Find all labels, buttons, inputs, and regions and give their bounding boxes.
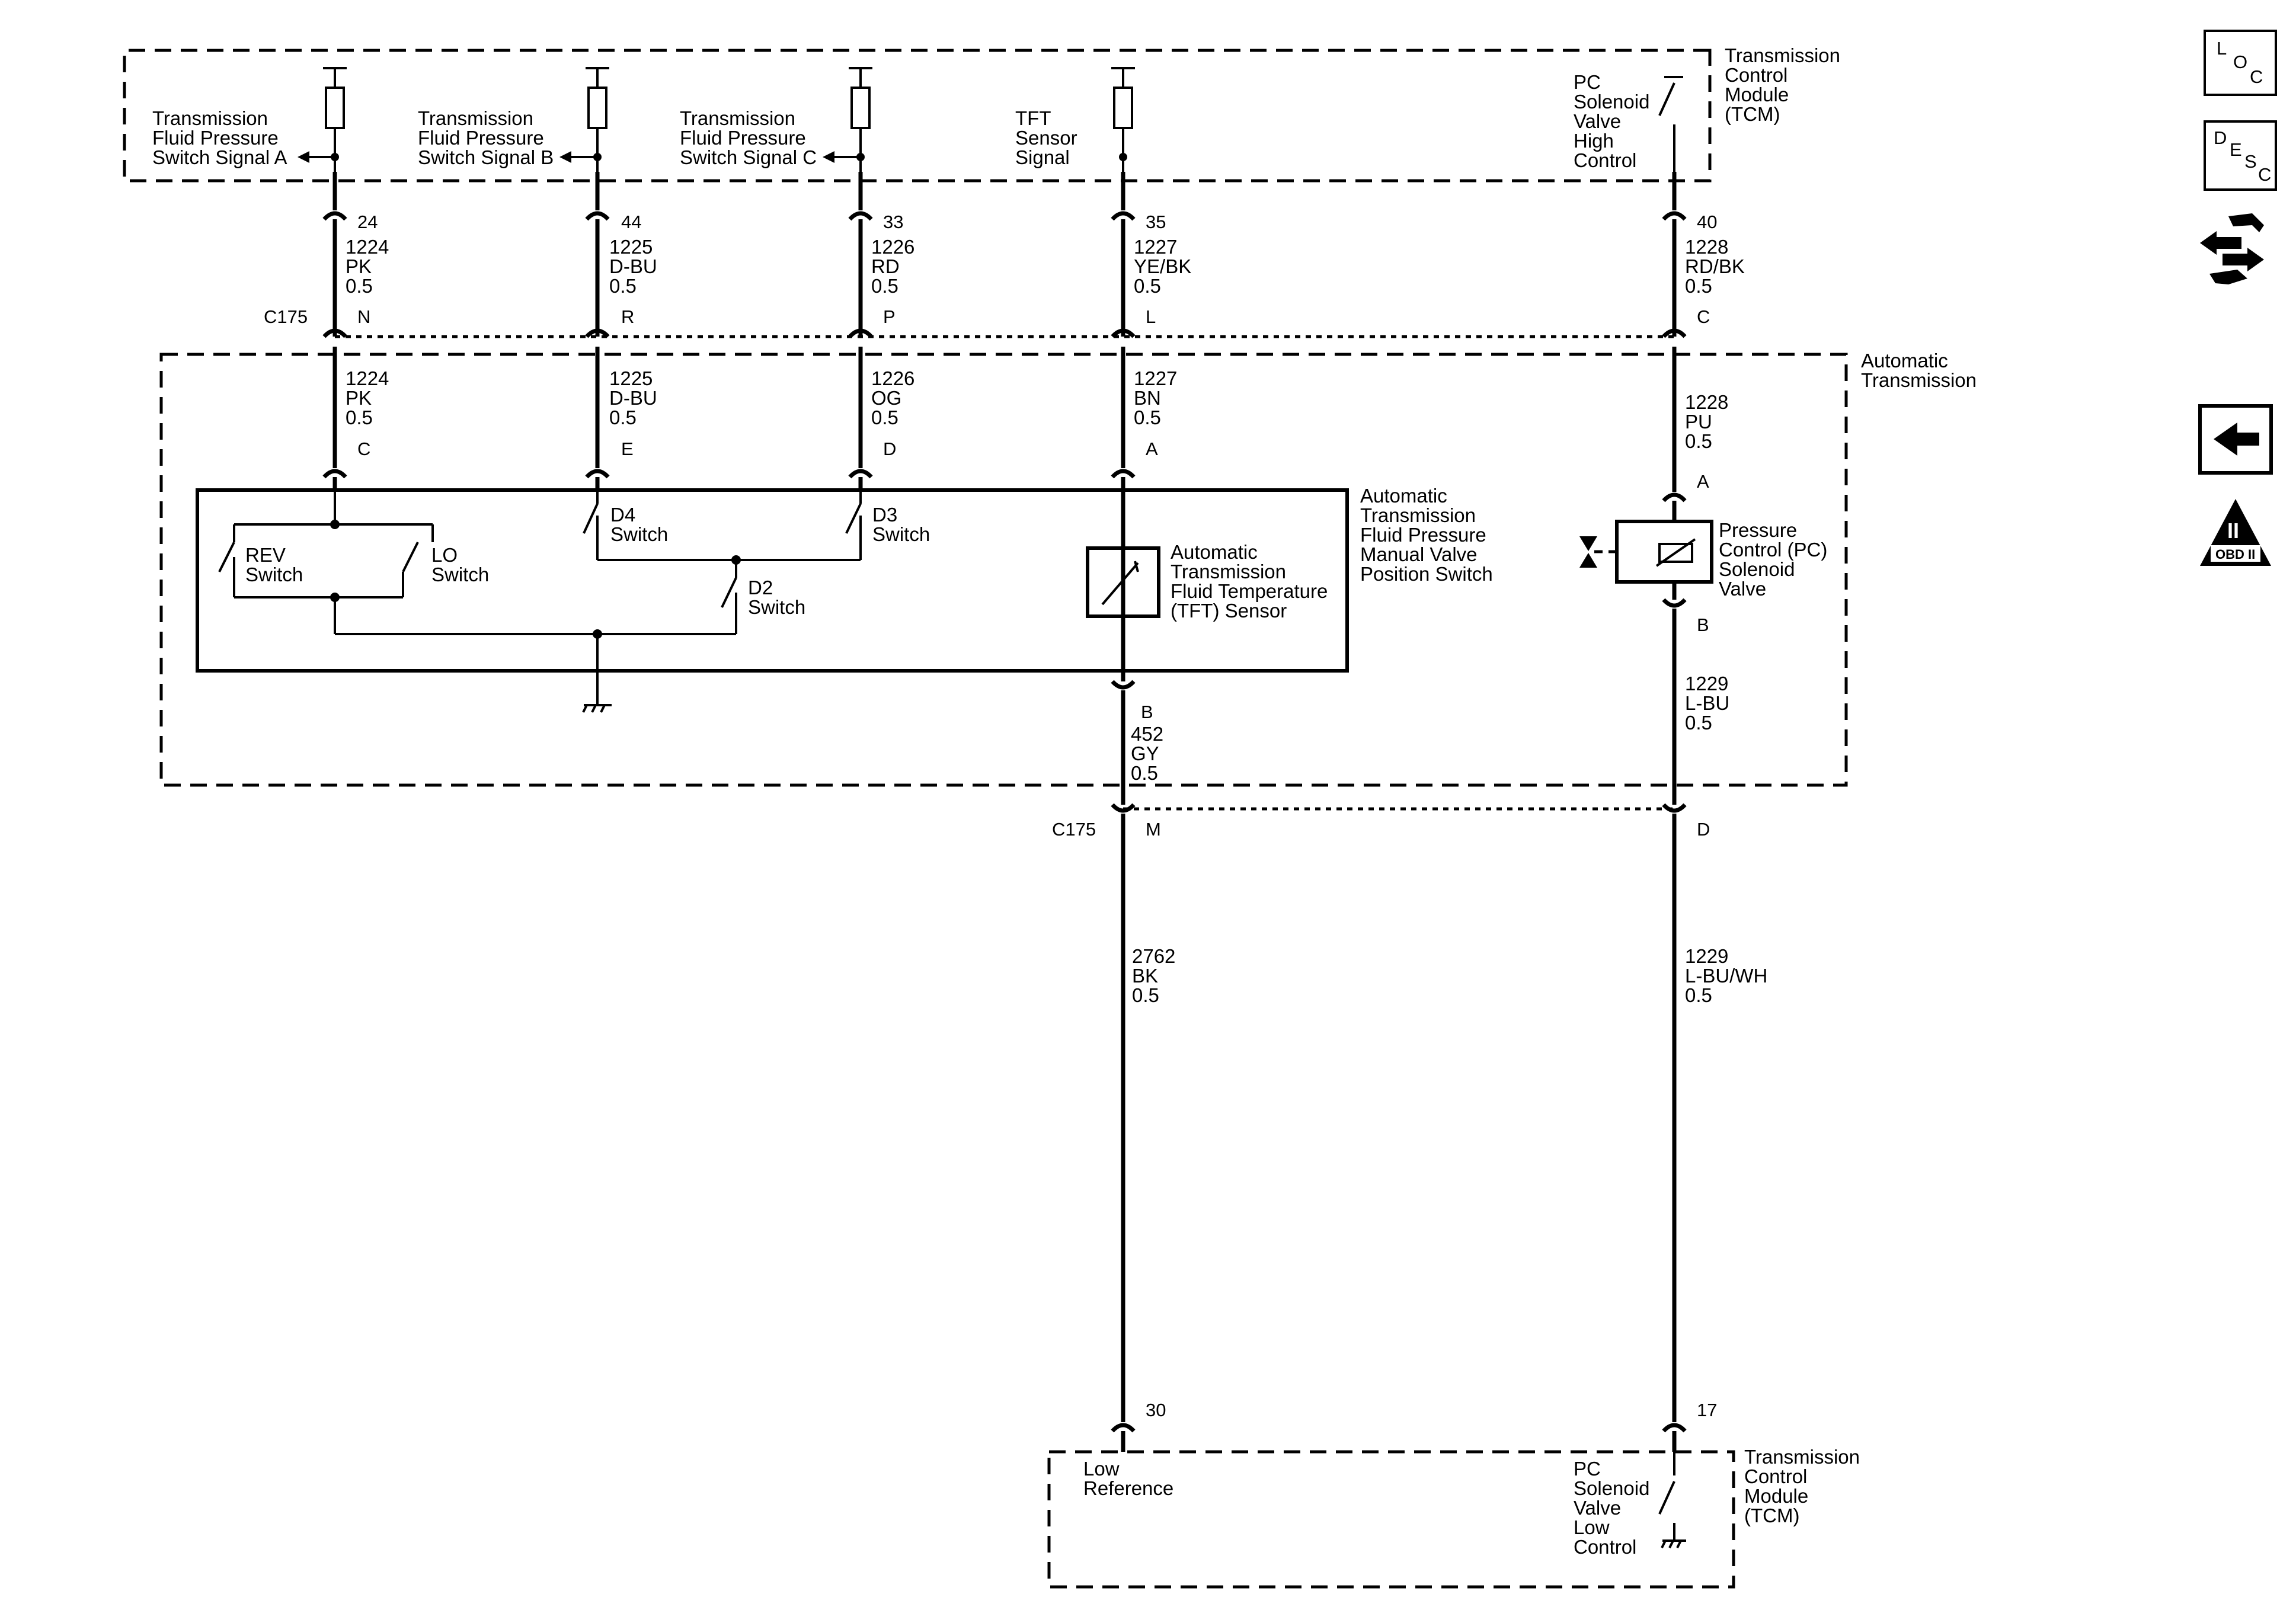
w4-c175-pin: L bbox=[1146, 306, 1156, 327]
w4-upper-label: 1227 YE/BK 0.5 bbox=[1134, 236, 1197, 297]
terminal-arcs bbox=[322, 211, 1687, 1433]
w1-c175-pin: N bbox=[357, 306, 370, 327]
signal-tft-label: TFT Sensor Signal bbox=[1015, 107, 1083, 168]
w5-c175-pin: C bbox=[1697, 306, 1710, 327]
back-arrow-icon bbox=[2214, 422, 2259, 456]
w5-lower-label: 1228 PU 0.5 bbox=[1685, 391, 1734, 452]
w2-lower-label: 1225 D-BU 0.5 bbox=[609, 367, 663, 428]
signal-c-label: Transmission Fluid Pressure Switch Signa… bbox=[680, 107, 817, 168]
tcm-pullup-tft bbox=[1111, 67, 1135, 172]
pc-low-control-label: PC Solenoid Valve Low Control bbox=[1574, 1458, 1655, 1558]
w1-switch-pin: C bbox=[357, 438, 370, 459]
tcm-top-module: Transmission Control Module (TCM) bbox=[123, 44, 1846, 183]
low-reference-label: Low Reference bbox=[1083, 1458, 1173, 1499]
loc-letter-l: L bbox=[2217, 38, 2227, 59]
w3-lower-label: 1226 OG 0.5 bbox=[871, 367, 920, 428]
signal-b-label: Transmission Fluid Pressure Switch Signa… bbox=[418, 107, 554, 168]
c175-lower-label: C175 bbox=[1052, 819, 1096, 840]
signal-a-label: Transmission Fluid Pressure Switch Signa… bbox=[152, 107, 287, 168]
w3-switch-pin: D bbox=[883, 438, 896, 459]
w5-solenoid-pin-b: B bbox=[1697, 614, 1709, 635]
d2-switch-label: D2 Switch bbox=[748, 577, 805, 618]
obd-ii-caption: OBD II bbox=[2215, 547, 2255, 562]
w5-tcm-low-pin: 17 bbox=[1697, 1400, 1717, 1420]
w1-lower-label: 1224 PK 0.5 bbox=[346, 367, 395, 428]
w5-solenoid-pin-a: A bbox=[1697, 471, 1709, 492]
w4-ground-wire-label: 2762 BK 0.5 bbox=[1132, 945, 1181, 1006]
w4-tcm-pin: 35 bbox=[1146, 212, 1166, 232]
c175-upper-label: C175 bbox=[264, 306, 308, 327]
pc-solenoid-symbol bbox=[1579, 520, 1713, 584]
w3-c175-pin: P bbox=[883, 306, 896, 327]
pc-solenoid-label: Pressure Control (PC) Solenoid Valve bbox=[1719, 519, 1833, 600]
w3-tcm-pin: 33 bbox=[883, 212, 903, 232]
w5-upper-label: 1228 RD/BK 0.5 bbox=[1685, 236, 1750, 297]
w5-solenoid-out-label: 1229 L-BU 0.5 bbox=[1685, 673, 1735, 734]
desc-letter-d: D bbox=[2214, 127, 2227, 148]
tcm-pc-high-driver bbox=[1658, 76, 1683, 172]
connector-tool-icon[interactable] bbox=[2200, 213, 2264, 284]
tft-sensor-symbol bbox=[1086, 546, 1160, 618]
d4-switch-label: D4 Switch bbox=[610, 504, 668, 545]
obd-ii-numeral: II bbox=[2227, 518, 2239, 543]
w4-switch-pin-b: B bbox=[1141, 702, 1153, 722]
lo-switch-label: LO Switch bbox=[431, 544, 489, 585]
w1-tcm-pin: 24 bbox=[357, 212, 378, 232]
tcm-pullup-c bbox=[823, 67, 872, 172]
w4-switch-pin: A bbox=[1146, 438, 1158, 459]
w2-c175-pin: R bbox=[621, 306, 634, 327]
loc-letter-o: O bbox=[2233, 52, 2247, 72]
tcm-top-title: Transmission Control Module (TCM) bbox=[1725, 44, 1846, 125]
obd-ii-badge[interactable]: II OBD II bbox=[2200, 499, 2271, 566]
w4-tcm-low-pin: 30 bbox=[1146, 1400, 1166, 1420]
tcm-bottom-module: Transmission Control Module (TCM) bbox=[1047, 1446, 1865, 1589]
manual-valve-position-switch: Automatic Transmission Fluid Pressure Ma… bbox=[196, 485, 1493, 673]
manual-valve-switch-title: Automatic Transmission Fluid Pressure Ma… bbox=[1360, 485, 1493, 585]
w5-tcm-pin: 40 bbox=[1697, 212, 1717, 232]
w3-upper-label: 1226 RD 0.5 bbox=[871, 236, 920, 297]
description-button[interactable]: D E S C bbox=[2204, 120, 2277, 191]
w4-c175-pin-lower: M bbox=[1146, 819, 1161, 840]
w2-tcm-pin: 44 bbox=[621, 212, 641, 232]
back-button[interactable] bbox=[2198, 404, 2273, 475]
tcm-pullup-b bbox=[559, 67, 609, 172]
tcm-pullup-a bbox=[298, 67, 347, 172]
rev-switch-label: REV Switch bbox=[245, 544, 303, 585]
d3-switch-label: D3 Switch bbox=[872, 504, 930, 545]
location-button[interactable]: L O C bbox=[2204, 30, 2277, 96]
w2-upper-label: 1225 D-BU 0.5 bbox=[609, 236, 663, 297]
loc-letter-c: C bbox=[2250, 66, 2263, 87]
switch-network bbox=[218, 492, 862, 713]
automatic-transmission-title: Automatic Transmission bbox=[1861, 350, 1977, 391]
signal-pc-high-label: PC Solenoid Valve High Control bbox=[1574, 71, 1655, 171]
w2-switch-pin: E bbox=[621, 438, 634, 459]
automatic-transmission-boundary: Automatic Transmission bbox=[159, 350, 1977, 787]
desc-letter-e: E bbox=[2230, 139, 2242, 160]
w5-low-wire-label: 1229 L-BU/WH 0.5 bbox=[1685, 945, 1773, 1006]
w5-c175-pin-lower: D bbox=[1697, 819, 1710, 840]
tcm-bottom-title: Transmission Control Module (TCM) bbox=[1744, 1446, 1865, 1526]
desc-letter-s: S bbox=[2244, 151, 2257, 172]
tft-sensor-label: Automatic Transmission Fluid Temperature… bbox=[1171, 541, 1334, 622]
desc-letter-c: C bbox=[2258, 164, 2271, 185]
w4-lower-label: 1227 BN 0.5 bbox=[1134, 367, 1183, 428]
w1-upper-label: 1224 PK 0.5 bbox=[346, 236, 395, 297]
w4-sensor-out-label: 452 GY 0.5 bbox=[1131, 723, 1169, 784]
